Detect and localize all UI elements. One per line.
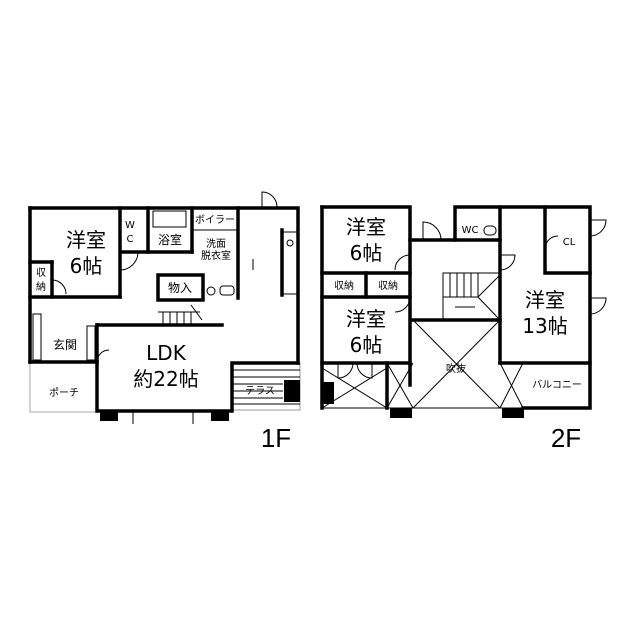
wc-2f-label: WC: [462, 225, 479, 236]
storage-label-2: 納: [36, 280, 46, 293]
balcony-label: バルコニー: [532, 379, 582, 391]
wc-label-1: W: [125, 220, 135, 231]
washroom-label-2: 脱衣室: [201, 249, 231, 262]
room-western-c-label: 洋室: [525, 288, 565, 312]
porch-label: ポーチ: [49, 387, 79, 399]
room-western-1f-size: 6帖: [70, 254, 103, 278]
void-label: 吹抜: [446, 362, 466, 375]
porch-area: [29, 361, 98, 413]
room-western-a-label: 洋室: [346, 215, 386, 239]
stairs-1f: [158, 304, 203, 325]
wc-label-2: C: [127, 234, 134, 245]
ldk-label: LDK: [146, 341, 187, 365]
floor-2-plan: 洋室 6帖 収納 収納 洋室 6帖 WC CL 洋室 13帖 吹抜 バルコニー …: [320, 205, 607, 453]
room-western-a-size: 6帖: [350, 241, 383, 265]
ldk-size: 約22帖: [133, 367, 198, 391]
terrace-area: [231, 362, 301, 411]
storage-a-label: 収納: [334, 279, 354, 292]
washroom-label-1: 洗面: [206, 238, 226, 250]
floor-1-plan: 洋室 6帖 収 納 W C 浴室 ボイラー 洗面 脱衣室 物入 玄関 LDK 約…: [28, 191, 301, 453]
room-western-b-size: 6帖: [350, 333, 383, 357]
room-western-1f-label: 洋室: [66, 228, 106, 252]
closet-cl-label: CL: [563, 237, 576, 248]
boiler-label: ボイラー: [195, 214, 235, 226]
storage-label-1: 収: [36, 267, 46, 279]
terrace-label: テラス: [245, 385, 275, 397]
room-western-b-label: 洋室: [346, 307, 386, 331]
bath-label: 浴室: [158, 232, 182, 247]
floor-1-label: 1F: [261, 423, 291, 453]
storage-b-label: 収納: [378, 279, 398, 292]
entrance-label: 玄関: [53, 337, 77, 352]
floor-2-label: 2F: [551, 423, 581, 453]
stairs-2f: [442, 272, 501, 321]
room-western-c-size: 13帖: [522, 314, 567, 338]
closet-label: 物入: [168, 281, 192, 295]
